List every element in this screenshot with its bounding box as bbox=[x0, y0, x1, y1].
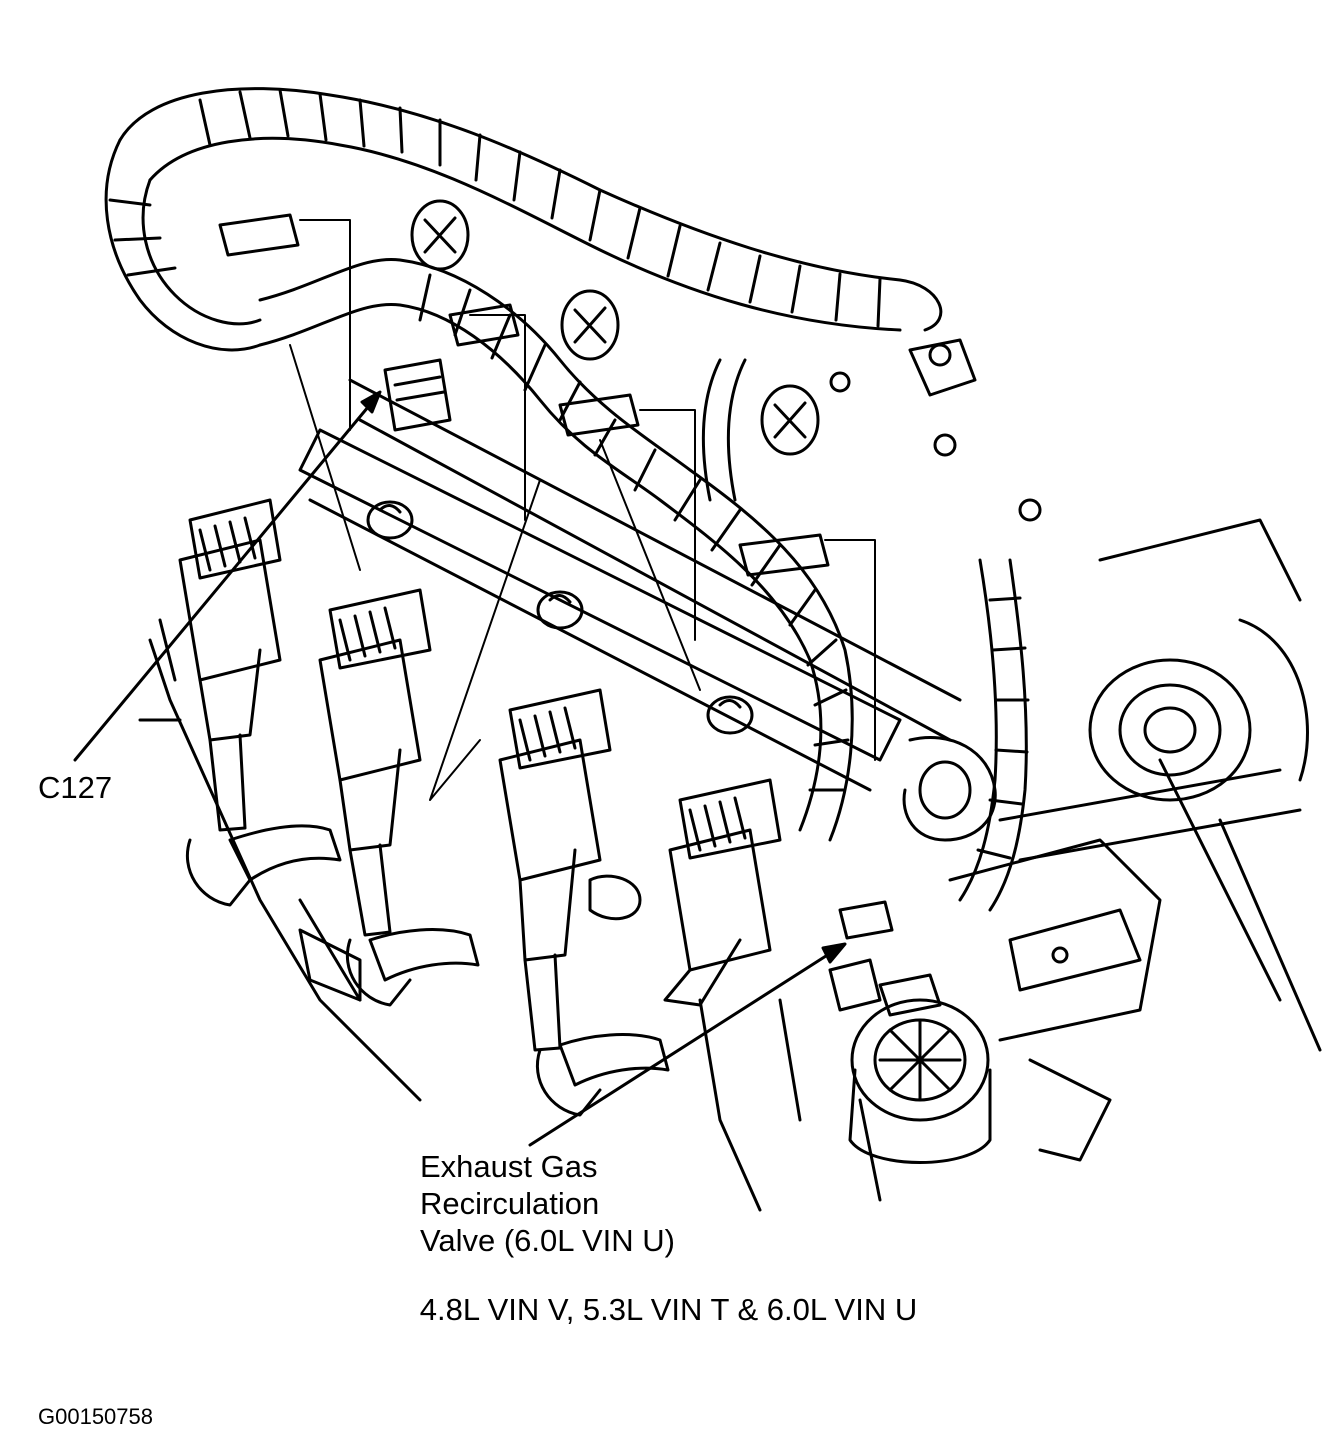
egr-leader-arrow bbox=[530, 944, 845, 1145]
callout-c127: C127 bbox=[38, 770, 113, 805]
ignition-coil-1 bbox=[180, 500, 280, 830]
ignition-coil-3 bbox=[500, 690, 610, 1050]
figure-caption: 4.8L VIN V, 5.3L VIN T & 6.0L VIN U bbox=[419, 1292, 918, 1327]
callout-egr-line-2: Recirculation bbox=[420, 1186, 600, 1221]
throttle-body bbox=[1090, 520, 1308, 800]
c127-leader-arrow bbox=[75, 392, 380, 760]
fuel-rail bbox=[300, 380, 960, 790]
callout-egr-line-3: Valve (6.0L VIN U) bbox=[420, 1223, 675, 1258]
ignition-coil-4 bbox=[665, 780, 780, 1005]
harness-connectors bbox=[220, 215, 828, 575]
callout-egr-valve: Exhaust Gas Recirculation Valve (6.0L VI… bbox=[420, 1148, 675, 1259]
egr-pipe-bracket bbox=[904, 737, 1160, 1160]
ignition-coil-2 bbox=[320, 590, 430, 935]
upper-wiring-harness bbox=[106, 89, 941, 350]
injector-caps bbox=[368, 502, 752, 733]
egr-valve bbox=[840, 902, 990, 1163]
callout-egr-line-1: Exhaust Gas bbox=[420, 1149, 598, 1184]
figure-id: G00150758 bbox=[38, 1404, 153, 1429]
spark-plug-boots bbox=[187, 826, 668, 1115]
right-wiring-harness bbox=[703, 360, 1028, 910]
engine-block-outline bbox=[140, 620, 1320, 1210]
valve-cover-bosses bbox=[412, 201, 1040, 520]
